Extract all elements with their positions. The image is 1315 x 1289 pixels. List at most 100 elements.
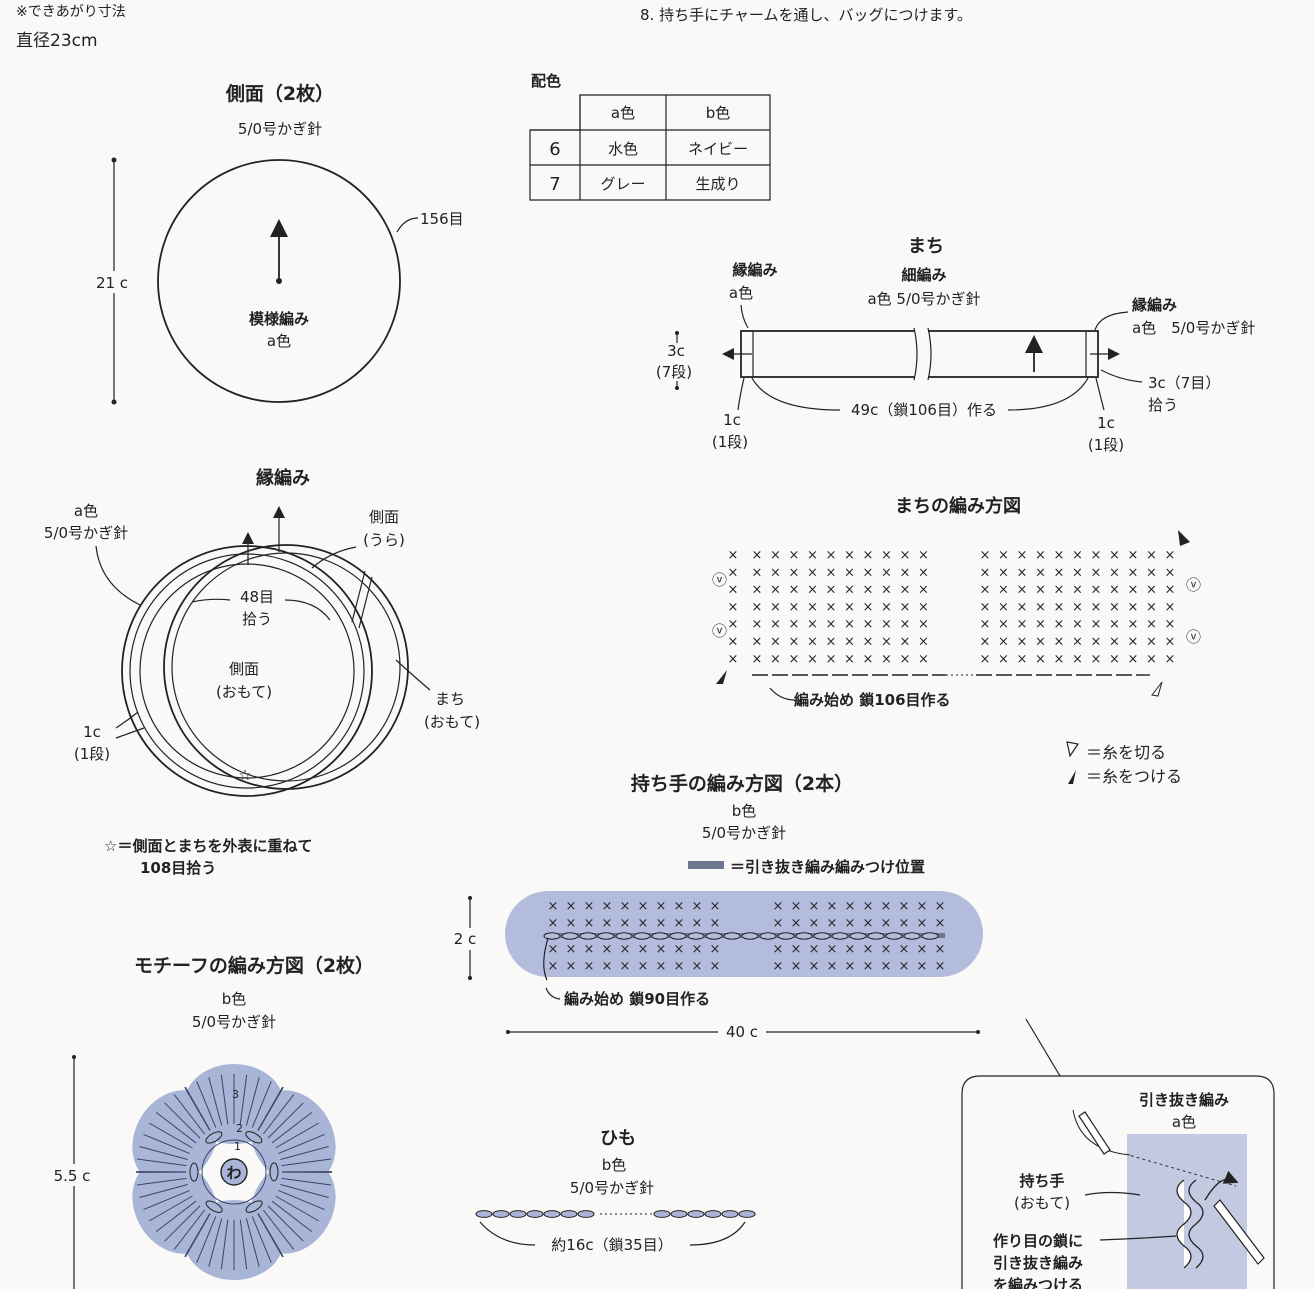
svg-text:(1段): (1段) [74,745,110,763]
svg-text:×: × [791,942,802,957]
svg-text:×: × [980,635,991,650]
svg-text:×: × [1017,548,1028,563]
svg-text:×: × [1072,652,1083,667]
side-stitch-count: 156目 [420,210,464,228]
svg-text:×: × [826,600,837,615]
svg-text:×: × [1165,617,1176,632]
svg-text:×: × [1017,583,1028,598]
svg-text:×: × [881,635,892,650]
svg-text:×: × [863,942,874,957]
svg-text:×: × [918,548,929,563]
svg-text:×: × [935,942,946,957]
gusset-chart-title: まちの編み方図 [895,495,1021,517]
svg-text:×: × [917,959,928,974]
svg-text:(おもて): (おもて) [424,713,480,731]
svg-text:b色: b色 [222,990,247,1008]
svg-text:×: × [1072,548,1083,563]
svg-text:×: × [1054,565,1065,580]
svg-text:b色: b色 [602,1156,627,1174]
svg-text:48目: 48目 [240,588,274,606]
svg-text:×: × [773,942,784,957]
svg-text:×: × [899,916,910,931]
gusset-length-label: 49c（鎖106目）作る [851,401,997,419]
size-note: ※できあがり寸法 [16,4,126,20]
svg-text:×: × [656,959,667,974]
svg-text:×: × [1146,617,1157,632]
handle-stitch-chart: 持ち手の編み方図（2本） b色 5/0号かぎ針 ＝引き抜き編み編みつけ位置 ××… [448,772,983,1042]
string-diagram: ひも b色 5/0号かぎ針 約16c（鎖35目） [475,1128,756,1254]
svg-text:拾う: 拾う [1148,396,1178,414]
svg-text:×: × [1109,617,1120,632]
svg-text:×: × [935,959,946,974]
svg-text:a色: a色 [74,502,98,520]
svg-text:×: × [826,652,837,667]
svg-text:×: × [548,899,559,914]
svg-text:×: × [899,959,910,974]
svg-text:×: × [728,583,739,598]
svg-text:×: × [844,617,855,632]
svg-text:×: × [1109,583,1120,598]
svg-text:×: × [844,652,855,667]
side-pattern-label: 模様編み [249,310,309,328]
svg-text:×: × [809,942,820,957]
svg-text:×: × [656,942,667,957]
svg-text:ⓥ: ⓥ [1186,576,1201,594]
header-a-color: a色 [611,104,635,122]
svg-text:×: × [1091,600,1102,615]
svg-text:×: × [863,583,874,598]
svg-text:×: × [752,548,763,563]
svg-text:×: × [827,899,838,914]
svg-text:×: × [809,899,820,914]
svg-text:×: × [692,942,703,957]
svg-text:×: × [728,565,739,580]
svg-text:×: × [789,600,800,615]
side-color-label: a色 [267,332,291,350]
svg-text:1c: 1c [1097,414,1115,432]
svg-text:×: × [1054,600,1065,615]
svg-text:×: × [791,959,802,974]
svg-text:×: × [1165,600,1176,615]
svg-text:×: × [998,652,1009,667]
svg-text:5/0号かぎ針: 5/0号かぎ針 [702,824,786,842]
handle-legend: ＝引き抜き編み編みつけ位置 [730,858,925,876]
svg-text:×: × [1072,583,1083,598]
svg-text:×: × [791,899,802,914]
svg-text:×: × [844,565,855,580]
svg-text:a色: a色 [1172,1113,1196,1131]
svg-text:×: × [844,548,855,563]
svg-text:×: × [548,959,559,974]
svg-text:×: × [826,548,837,563]
legend-join-yarn: ＝糸をつける [1086,767,1182,786]
svg-text:3c: 3c [667,342,685,360]
svg-text:×: × [789,565,800,580]
svg-text:×: × [770,617,781,632]
svg-text:×: × [1072,600,1083,615]
svg-text:×: × [752,617,763,632]
svg-text:×: × [692,959,703,974]
svg-text:×: × [844,635,855,650]
string-title: ひも [600,1128,636,1149]
svg-text:×: × [710,916,721,931]
svg-text:×: × [980,583,991,598]
slip-stitch-legend-swatch [688,861,724,869]
svg-text:×: × [980,617,991,632]
svg-text:×: × [998,565,1009,580]
svg-text:×: × [1165,548,1176,563]
svg-text:×: × [1017,617,1028,632]
svg-text:×: × [863,916,874,931]
svg-text:×: × [1109,548,1120,563]
svg-text:拾う: 拾う [242,610,272,628]
svg-text:5/0号かぎ針: 5/0号かぎ針 [192,1013,276,1031]
svg-text:×: × [674,899,685,914]
svg-text:縁編み: 縁編み [1132,296,1177,314]
svg-text:a色 5/0号かぎ針: a色 5/0号かぎ針 [1132,319,1255,337]
svg-text:×: × [881,916,892,931]
header-b-color: b色 [706,104,731,122]
svg-text:×: × [900,583,911,598]
svg-text:×: × [656,916,667,931]
svg-text:×: × [773,959,784,974]
svg-text:a色 5/0号かぎ針: a色 5/0号かぎ針 [867,290,980,308]
handle-length: 40 c [726,1023,758,1041]
svg-text:5/0号かぎ針: 5/0号かぎ針 [44,524,128,542]
svg-text:×: × [1072,635,1083,650]
